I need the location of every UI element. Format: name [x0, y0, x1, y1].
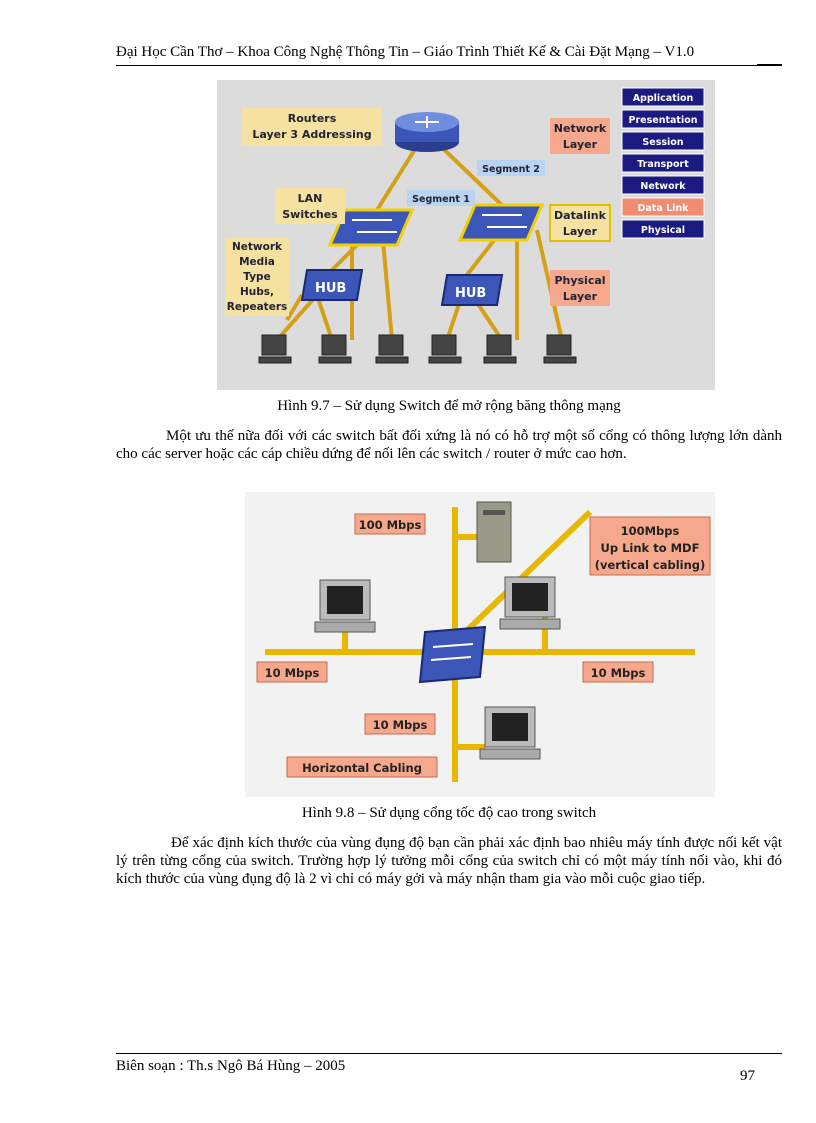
svg-text:Hubs,: Hubs, — [240, 286, 274, 298]
page-header: Đại Học Cần Thơ – Khoa Công Nghệ Thông T… — [116, 44, 695, 60]
svg-text:Segment 2: Segment 2 — [482, 164, 540, 175]
page-number: 97 — [740, 1068, 755, 1084]
label-horizontal-cabling: Horizontal Cabling — [302, 761, 422, 775]
figure-caption-9-8: Hình 9.8 – Sử dụng cổng tốc độ cao trong… — [301, 805, 597, 821]
footer-author: Biên soạn : Th.s Ngô Bá Hùng – 2005 — [116, 1058, 346, 1074]
hub-right-icon: HUB — [440, 274, 504, 306]
computer-bottom-icon — [479, 706, 541, 760]
router-icon — [395, 112, 459, 152]
svg-text:Layer: Layer — [563, 290, 598, 303]
svg-text:Presentation: Presentation — [629, 115, 698, 126]
svg-text:Physical: Physical — [554, 274, 605, 287]
svg-text:Network: Network — [640, 181, 686, 192]
svg-text:Datalink: Datalink — [554, 209, 607, 222]
computer-right-icon — [499, 576, 561, 630]
switch-icon — [418, 625, 487, 684]
label-10-mbps-left: 10 Mbps — [265, 666, 320, 680]
svg-text:HUB: HUB — [455, 286, 486, 301]
lan-switch-right-icon — [457, 203, 545, 242]
paragraph-1: Một ưu thế nữa đối với các switch bất đố… — [116, 428, 782, 462]
figure-high-speed-ports: 100 Mbps 100Mbps Up Link to MDF (vertica… — [245, 492, 715, 797]
svg-text:100Mbps: 100Mbps — [621, 524, 680, 538]
svg-text:Transport: Transport — [637, 159, 689, 170]
svg-text:Type: Type — [243, 271, 270, 283]
svg-text:Layer: Layer — [563, 138, 598, 151]
pc-icon-6 — [543, 334, 577, 364]
svg-text:Data Link: Data Link — [638, 203, 690, 214]
svg-text:Repeaters: Repeaters — [227, 301, 288, 313]
svg-text:(vertical cabling): (vertical cabling) — [595, 558, 706, 572]
pc-icon-1 — [258, 334, 292, 364]
svg-text:Application: Application — [633, 93, 694, 104]
figure-switch-network: HUB HUB Routers Layer 3 Addressing LAN S… — [217, 80, 715, 390]
label-10-mbps-right: 10 Mbps — [591, 666, 646, 680]
svg-text:Up Link to MDF: Up Link to MDF — [601, 541, 700, 555]
svg-text:Network: Network — [554, 122, 607, 135]
server-icon — [476, 501, 512, 563]
pc-icon-5 — [483, 334, 517, 364]
computer-left-icon — [314, 579, 376, 633]
svg-text:Media: Media — [239, 256, 275, 268]
routers-label-2: Layer 3 Addressing — [252, 128, 371, 141]
hub-left-icon: HUB — [300, 269, 364, 301]
svg-text:Segment 1: Segment 1 — [412, 194, 470, 205]
pc-icon-3 — [375, 334, 409, 364]
label-10-mbps-bottom: 10 Mbps — [373, 718, 428, 732]
footer-rule — [116, 1053, 782, 1054]
label-100-mbps: 100 Mbps — [359, 518, 422, 532]
svg-text:Physical: Physical — [641, 225, 685, 236]
figure-caption-9-7: Hình 9.7 – Sử dụng Switch để mở rộng băn… — [277, 398, 621, 414]
pc-icon-4 — [428, 334, 462, 364]
lan-switch-left-icon — [327, 208, 415, 247]
svg-text:Switches: Switches — [282, 208, 338, 221]
svg-text:Network: Network — [232, 241, 283, 253]
header-rule — [116, 65, 782, 66]
svg-text:Session: Session — [642, 137, 683, 148]
svg-text:Layer: Layer — [563, 225, 598, 238]
paragraph-2: Để xác định kích thước của vùng đụng độ … — [116, 835, 782, 887]
pc-icon-2 — [318, 334, 352, 364]
svg-text:HUB: HUB — [315, 281, 346, 296]
svg-text:LAN: LAN — [298, 192, 323, 205]
header-rule-accent — [757, 64, 782, 66]
osi-stack: Application Presentation Session Transpo… — [621, 87, 705, 239]
routers-label-1: Routers — [288, 112, 337, 125]
